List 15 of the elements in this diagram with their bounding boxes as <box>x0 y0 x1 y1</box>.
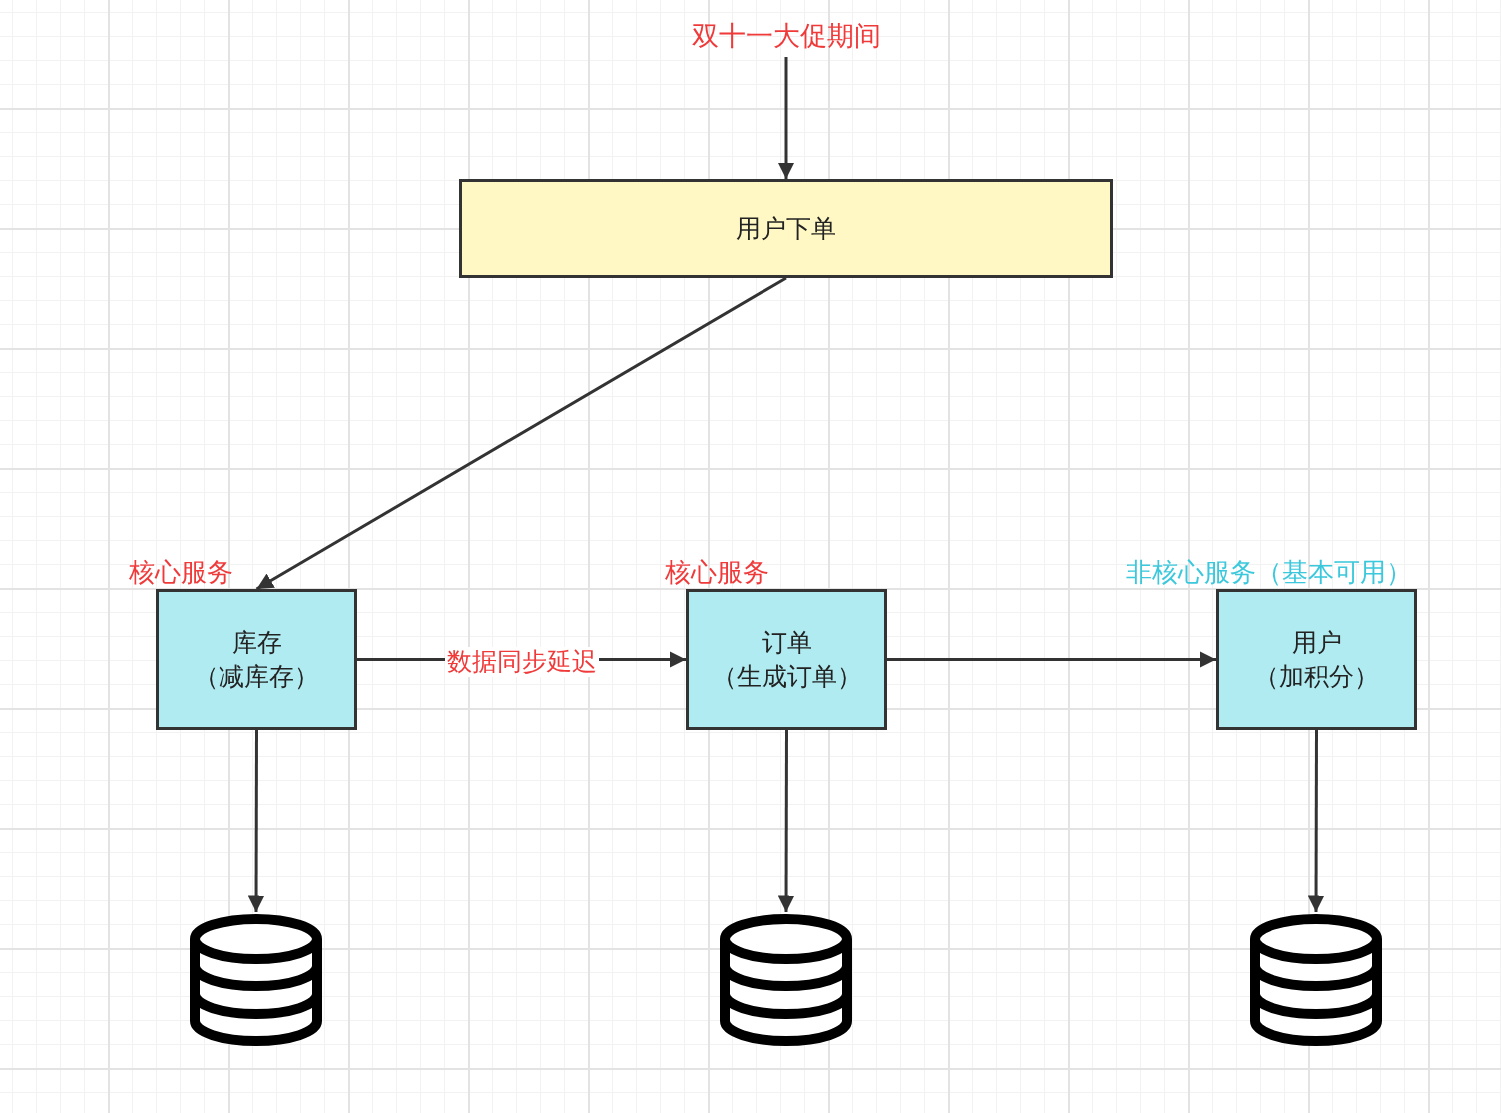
arrow <box>255 276 787 591</box>
process-box: 用户下单 <box>459 179 1113 278</box>
process-box: 库存 （减库存） <box>156 589 357 730</box>
arrow <box>887 651 1216 668</box>
arrow <box>777 57 795 179</box>
process-box: 用户 （加积分） <box>1216 589 1417 730</box>
arrow <box>777 730 795 912</box>
service-label: 核心服务 <box>129 557 233 587</box>
arrow <box>247 730 265 912</box>
edge-label: 数据同步延迟 <box>444 646 599 677</box>
service-label: 非核心服务（基本可用） <box>1126 557 1412 587</box>
arrow <box>1307 730 1325 912</box>
event-label: 双十一大促期间 <box>686 15 886 57</box>
service-label: 核心服务 <box>665 557 769 587</box>
process-box: 订单 （生成订单） <box>686 589 887 730</box>
